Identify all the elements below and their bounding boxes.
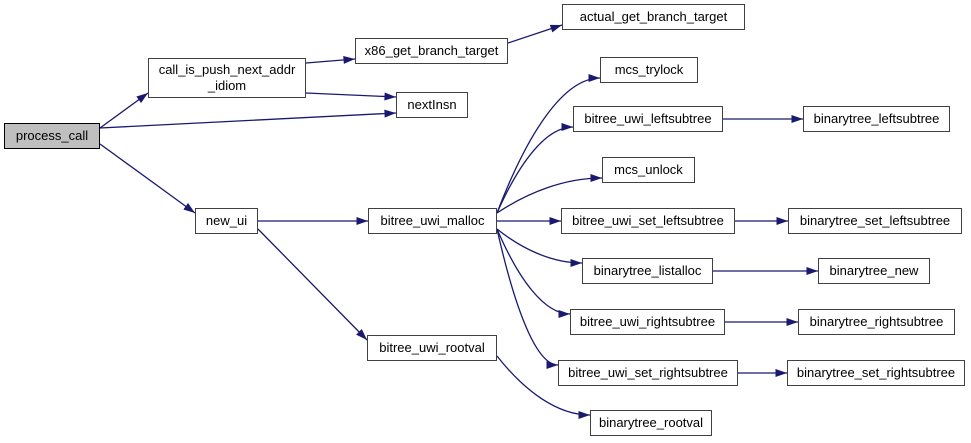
node-process_call: process_call (4, 123, 100, 149)
edge-call_is_push_next_addr_idiom-to-nextInsn (305, 92, 397, 101)
node-mcs_trylock[interactable]: mcs_trylock (600, 57, 698, 83)
node-mcs_unlock[interactable]: mcs_unlock (602, 157, 695, 183)
node-binarytree_listalloc[interactable]: binarytree_listalloc (582, 258, 713, 284)
edge-bitree_uwi_malloc-to-bitree_uwi_leftsubtree (496, 123, 574, 214)
node-binarytree_leftsubtree[interactable]: binarytree_leftsubtree (803, 106, 950, 132)
edge-bitree_uwi_malloc-to-mcs_unlock (496, 174, 603, 214)
edge-process_call-to-call_is_push_next_addr_idiom (99, 92, 149, 129)
edge-new_ui-to-bitree_uwi_rootval (257, 228, 368, 341)
node-bitree_uwi_set_leftsubtree[interactable]: bitree_uwi_set_leftsubtree (561, 208, 735, 234)
node-bitree_uwi_leftsubtree[interactable]: bitree_uwi_leftsubtree (573, 106, 723, 132)
node-new_ui[interactable]: new_ui (195, 208, 258, 234)
edge-bitree_uwi_malloc-to-bitree_uwi_set_rightsubtree (496, 228, 559, 369)
edge-bitree_uwi_rootval-to-binarytree_rootval (496, 355, 591, 419)
node-bitree_uwi_rootval[interactable]: bitree_uwi_rootval (367, 335, 497, 361)
node-binarytree_rightsubtree[interactable]: binarytree_rightsubtree (798, 309, 955, 335)
node-actual_get_branch_target[interactable]: actual_get_branch_target (562, 4, 745, 30)
node-bitree_uwi_set_rightsubtree[interactable]: bitree_uwi_set_rightsubtree (558, 360, 738, 386)
edge-process_call-to-nextInsn (99, 109, 397, 129)
node-bitree_uwi_rightsubtree[interactable]: bitree_uwi_rightsubtree (570, 309, 725, 335)
node-binarytree_set_rightsubtree[interactable]: binarytree_set_rightsubtree (787, 360, 965, 386)
edge-bitree_uwi_malloc-to-binarytree_listalloc (496, 228, 583, 267)
node-binarytree_set_leftsubtree[interactable]: binarytree_set_leftsubtree (788, 208, 962, 234)
node-bitree_uwi_malloc[interactable]: bitree_uwi_malloc (368, 208, 497, 234)
edge-bitree_uwi_malloc-to-mcs_trylock (496, 74, 601, 214)
edge-process_call-to-new_ui (99, 143, 196, 214)
edge-x86_get_branch_target-to-actual_get_branch_target (507, 24, 563, 44)
edge-bitree_uwi_malloc-to-bitree_uwi_rightsubtree (496, 228, 571, 318)
node-x86_get_branch_target[interactable]: x86_get_branch_target (355, 38, 508, 64)
node-nextInsn[interactable]: nextInsn (396, 92, 468, 118)
edge-call_is_push_next_addr_idiom-to-x86_get_branch_target (305, 55, 356, 64)
node-binarytree_new[interactable]: binarytree_new (818, 258, 930, 284)
node-binarytree_rootval[interactable]: binarytree_rootval (590, 410, 712, 436)
node-call_is_push_next_addr_idiom[interactable]: call_is_push_next_addr _idiom (148, 58, 306, 98)
